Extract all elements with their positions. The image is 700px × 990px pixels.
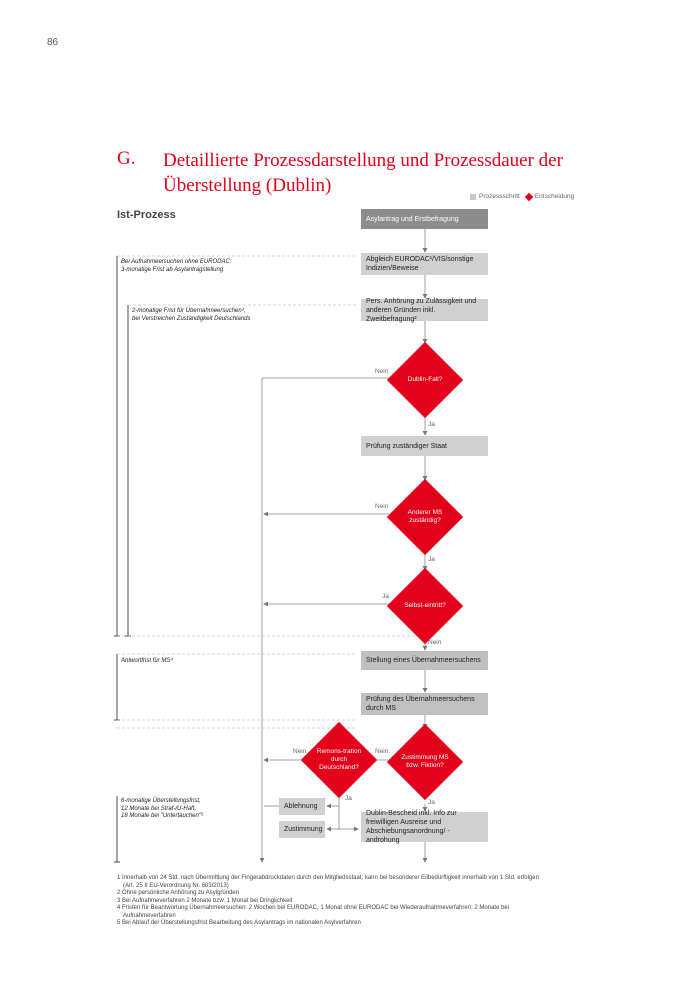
label-ja-dublin: Ja bbox=[428, 421, 435, 428]
label-ja-selbst: Ja bbox=[382, 593, 389, 600]
legend-process-step: Prozessschritt bbox=[479, 193, 520, 200]
decision-dublin-fall: Dublin-Fall? bbox=[386, 341, 464, 419]
step-asylantrag: Asylantrag und Erstbefragung bbox=[361, 209, 488, 229]
footnote-1-cont: (Art. 25 II EU-Verordnung Nr. 603/2013) bbox=[123, 882, 229, 889]
step-anhoerung: Pers. Anhörung zu Zulässigkeit und ander… bbox=[361, 298, 488, 323]
label-ja-ms: Ja bbox=[428, 556, 435, 563]
step-zustimmung: Zustimmung bbox=[279, 821, 325, 838]
footnote-2: 2 Ohne persönliche Anhörung zu Asylgründ… bbox=[117, 890, 240, 896]
label-nein-dublin: Nein bbox=[375, 368, 389, 375]
footnote-5: 5 Bei Ablauf der Überstellungsfrist Bear… bbox=[117, 920, 361, 926]
legend: Prozessschritt Entscheidung bbox=[470, 192, 575, 201]
label-nein-ms: Nein bbox=[375, 503, 389, 510]
page-title: Detaillierte Prozessdarstellung und Proz… bbox=[163, 150, 563, 196]
note-frist-uebernahme: 2-monatige Frist für Übernahmeersuchen³,… bbox=[132, 308, 251, 322]
decision-selbsteintritt-label: Selbst-eintritt? bbox=[404, 602, 446, 609]
decision-anderer-ms: Anderer MS zuständig? bbox=[386, 478, 464, 556]
page-number: 86 bbox=[47, 37, 59, 48]
footnote-4: 4 Fristen für Beantwortung Übernahmeersu… bbox=[117, 905, 510, 911]
decision-zustimmung-ms-label: Zustimmung MS bzw. Fiktion? bbox=[401, 754, 449, 769]
step-pruefung-ersuchen: Prüfung des Übernahmeersuchens durch MS bbox=[361, 693, 488, 715]
decision-zustimmung-ms: Zustimmung MS bzw. Fiktion? bbox=[386, 723, 464, 801]
note-antwortfrist: Antwortfrist für MS⁴ bbox=[121, 658, 173, 664]
footnotes: 1 Innerhalb von 24 Std. nach Übermittlun… bbox=[117, 875, 567, 928]
title-number: G. bbox=[117, 148, 136, 169]
label-ja-zustimmung: Ja bbox=[428, 799, 435, 806]
step-stellung: Stellung eines Übernahmeersuchens bbox=[361, 651, 488, 670]
decision-dublin-fall-label: Dublin-Fall? bbox=[407, 376, 443, 383]
decision-selbsteintritt: Selbst-eintritt? bbox=[386, 567, 464, 645]
footnote-4-cont: Aufnahmeverfahren bbox=[123, 912, 176, 919]
legend-decision: Entscheidung bbox=[534, 193, 575, 200]
decision-swatch bbox=[524, 192, 534, 201]
label-nein-zustimmung: Nein bbox=[375, 748, 389, 755]
decision-remonstration-label: Remons-tration durch Deutschland? bbox=[316, 748, 362, 771]
decision-anderer-ms-label: Anderer MS zuständig? bbox=[407, 509, 443, 524]
label-nein-remonstration: Nein bbox=[293, 748, 307, 755]
footnote-1: 1 Innerhalb von 24 Std. nach Übermittlun… bbox=[117, 875, 539, 881]
step-pruefung-staat: Prüfung zuständiger Staat bbox=[361, 436, 488, 456]
footnote-3: 3 Bei Aufnahmeverfahren 2 Monate bzw. 1 … bbox=[117, 897, 293, 904]
step-ablehnung: Ablehnung bbox=[279, 798, 325, 815]
step-bescheid: Dublin-Bescheid inkl. Info zur freiwilli… bbox=[361, 810, 488, 844]
section-label: Ist-Prozess bbox=[117, 209, 176, 221]
label-nein-selbst: Nein bbox=[428, 639, 442, 646]
label-ja-remonstration: Ja bbox=[345, 795, 352, 802]
note-aufnahmeersuchen: Bei Aufnahmeersuchen ohne EURODAC: 3-mon… bbox=[121, 259, 232, 273]
step-abgleich: Abgleich EURODAC¹/VIS/sonstige Indizien/… bbox=[361, 253, 488, 275]
decision-remonstration: Remons-tration durch Deutschland? bbox=[300, 721, 378, 799]
note-ueberstellungsfrist: 6-monatige Überstellungsfrist, 12 Monate… bbox=[121, 798, 204, 819]
process-step-swatch bbox=[470, 193, 476, 200]
